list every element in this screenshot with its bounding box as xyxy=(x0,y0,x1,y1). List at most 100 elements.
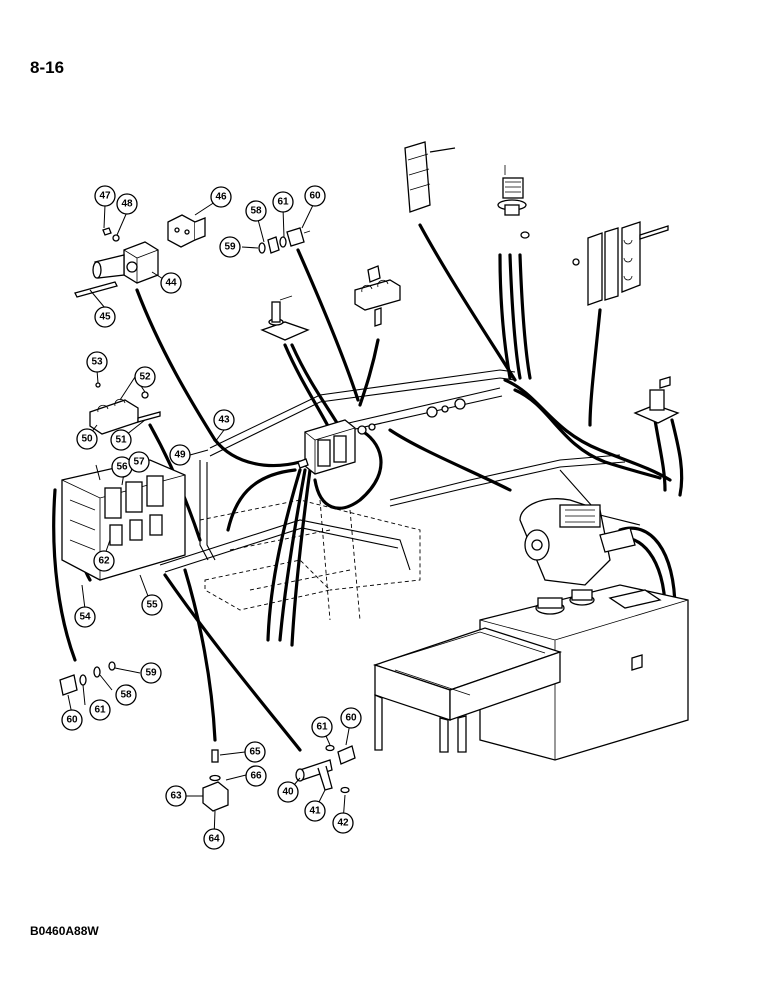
svg-text:60: 60 xyxy=(66,715,78,726)
manifold-valve-left xyxy=(61,459,186,581)
svg-text:60: 60 xyxy=(345,713,357,724)
callout-52: 52 xyxy=(134,366,156,388)
tube-upper-4 xyxy=(341,395,503,433)
figure-code: B0460A88W xyxy=(30,924,99,938)
svg-text:58: 58 xyxy=(250,206,262,217)
hose-valve-down-2 xyxy=(278,468,307,642)
hose-55-to-40 xyxy=(163,573,302,752)
svg-text:46: 46 xyxy=(215,192,227,203)
battery-box xyxy=(372,627,563,753)
fitting-assembly-top xyxy=(404,141,530,239)
hose-valve-to-right xyxy=(388,428,512,492)
callout-60-bottom-left: 60 xyxy=(61,709,83,731)
hose-valve-down-3 xyxy=(290,468,312,647)
svg-text:45: 45 xyxy=(99,312,111,323)
tube-left-vert-2 xyxy=(206,462,216,561)
svg-text:47: 47 xyxy=(99,191,111,202)
svg-text:53: 53 xyxy=(91,357,103,368)
callout-55: 55 xyxy=(141,594,163,616)
callout-40: 40 xyxy=(277,781,299,803)
hose-panel-to-valve xyxy=(283,343,332,432)
callout-60-bottom-right: 60 xyxy=(340,707,362,729)
hose-55-to-65 xyxy=(183,568,217,742)
callout-42: 42 xyxy=(332,812,354,834)
svg-text:49: 49 xyxy=(174,450,186,461)
callout-54: 54 xyxy=(74,606,96,628)
callout-47: 47 xyxy=(94,185,116,207)
tube-upper-3 xyxy=(339,387,501,426)
hose-fitting-down-2 xyxy=(508,253,522,380)
callout-56: 56 xyxy=(111,456,133,478)
svg-text:59: 59 xyxy=(224,242,236,253)
svg-text:61: 61 xyxy=(94,705,106,716)
hose-right-loop-2 xyxy=(670,418,684,497)
control-valve xyxy=(297,398,466,475)
callout-63: 63 xyxy=(165,785,187,807)
tube-lower-run-2 xyxy=(164,527,399,573)
hose-upper-left-bend xyxy=(213,438,302,468)
svg-text:61: 61 xyxy=(277,197,289,208)
hydraulic-pump xyxy=(519,498,636,586)
hose-sweep-1 xyxy=(503,378,672,482)
svg-text:66: 66 xyxy=(250,771,262,782)
hose-fitting-down-3 xyxy=(518,253,532,380)
svg-text:48: 48 xyxy=(121,199,133,210)
adapter-block-group xyxy=(74,214,206,298)
callout-41: 41 xyxy=(304,800,326,822)
svg-text:40: 40 xyxy=(282,787,294,798)
flange-fitting-right xyxy=(633,376,680,424)
svg-text:54: 54 xyxy=(79,612,91,623)
block-63-66 xyxy=(202,749,229,812)
tube-left-vert-1 xyxy=(199,460,209,561)
callout-51: 51 xyxy=(110,429,132,451)
clamp-bracket-right xyxy=(572,221,669,306)
tube-right-run-1 xyxy=(389,454,621,501)
callout-49: 49 xyxy=(169,444,191,466)
callout-43: 43 xyxy=(213,409,235,431)
hose-valve-loop xyxy=(226,468,297,532)
tube-upper-1 xyxy=(209,369,516,449)
callout-58-bottom-left: 58 xyxy=(115,684,137,706)
svg-text:51: 51 xyxy=(115,435,127,446)
hose-fitting-down-1 xyxy=(498,253,512,380)
tube-upper-2 xyxy=(209,377,516,457)
svg-text:41: 41 xyxy=(309,806,321,817)
hose-valve-right xyxy=(313,428,383,510)
svg-text:52: 52 xyxy=(139,372,151,383)
callout-65: 65 xyxy=(244,741,266,763)
callout-53: 53 xyxy=(86,351,108,373)
clamp-top-center xyxy=(354,265,401,327)
callout-57: 57 xyxy=(128,451,150,473)
hose-left-to-60 xyxy=(52,488,77,662)
svg-text:64: 64 xyxy=(208,834,220,845)
hose-long-top-1 xyxy=(418,223,517,382)
callout-61-top: 61 xyxy=(272,191,294,213)
clamp-50-51 xyxy=(89,382,161,435)
callout-45: 45 xyxy=(94,306,116,328)
hose-fitting-right-loop xyxy=(653,418,667,492)
svg-text:44: 44 xyxy=(165,278,177,289)
hoses xyxy=(52,223,684,752)
phantom-frame xyxy=(199,499,421,621)
tube-right-run-2 xyxy=(389,461,626,507)
hose-clamp-to-valve xyxy=(358,338,380,407)
hose-panel-to-valve-2 xyxy=(290,343,342,430)
fittings-58-61-top xyxy=(258,227,311,254)
callout-66: 66 xyxy=(245,765,267,787)
svg-text:63: 63 xyxy=(170,791,182,802)
hose-valve-down-1 xyxy=(266,468,302,642)
svg-text:61: 61 xyxy=(316,722,328,733)
callout-50: 50 xyxy=(76,428,98,450)
fittings-40-42 xyxy=(295,744,356,794)
hose-bracket-to-pump xyxy=(588,308,602,427)
svg-text:55: 55 xyxy=(146,600,158,611)
hose-61-to-valve xyxy=(296,248,360,402)
callout-61-bottom-left: 61 xyxy=(89,699,111,721)
page-number: 8-16 xyxy=(30,58,65,77)
tube-lower-run xyxy=(159,519,411,571)
svg-text:60: 60 xyxy=(309,191,321,202)
callout-61-bottom-right: 61 xyxy=(311,716,333,738)
svg-text:65: 65 xyxy=(249,747,261,758)
svg-text:58: 58 xyxy=(120,690,132,701)
